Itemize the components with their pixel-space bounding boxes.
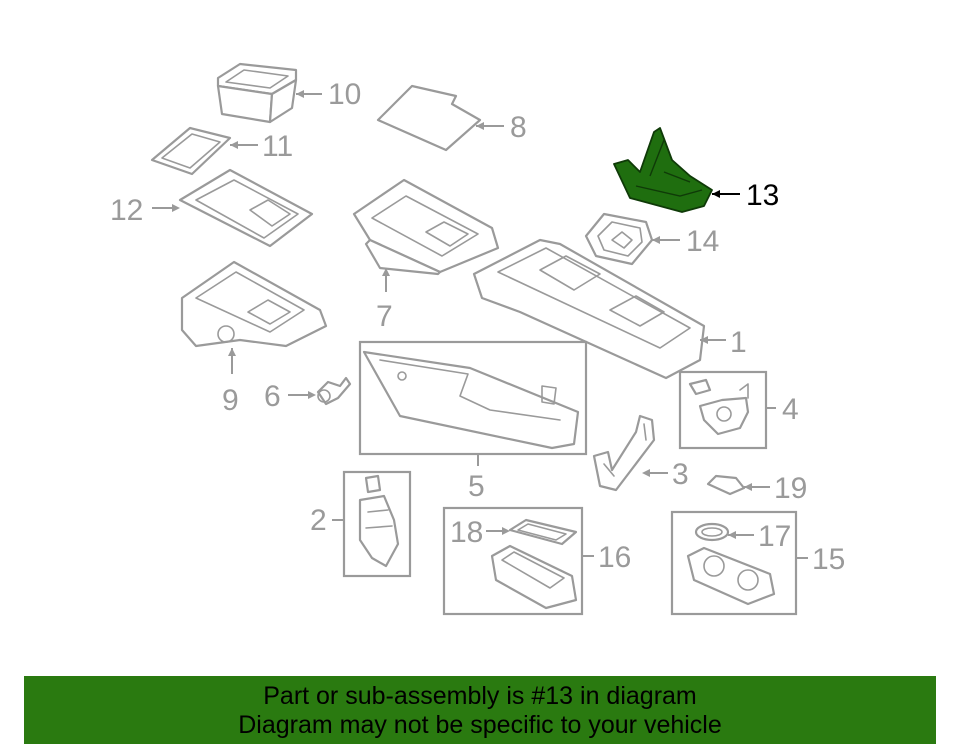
part-10-storage-bin[interactable] <box>216 62 298 124</box>
part-4-bracket[interactable] <box>678 370 768 450</box>
part-19-clip[interactable] <box>706 474 746 496</box>
callout-14: 14 <box>652 225 719 258</box>
callout-18: 18 <box>450 516 510 549</box>
callout-9: 9 <box>222 348 239 417</box>
part-8-mat[interactable] <box>376 84 482 152</box>
part-7-console-upper[interactable] <box>352 178 500 276</box>
callout-6: 6 <box>264 380 316 413</box>
part-18-mat[interactable] <box>508 518 578 546</box>
callout-4: 4 <box>766 393 799 426</box>
svg-text:11: 11 <box>262 130 293 163</box>
part-14-boot[interactable] <box>584 212 654 266</box>
svg-text:6: 6 <box>264 380 281 413</box>
part-6-screw[interactable] <box>316 376 352 406</box>
part-3-bracket[interactable] <box>592 414 656 492</box>
svg-text:12: 12 <box>110 194 143 227</box>
svg-text:3: 3 <box>672 458 689 491</box>
svg-text:15: 15 <box>812 543 845 576</box>
callout-1: 1 <box>700 326 747 359</box>
part-15-cup-holder[interactable] <box>670 510 798 616</box>
callout-15: 15 <box>796 543 845 576</box>
part-1-main-console[interactable] <box>472 238 706 380</box>
part-11-mat[interactable] <box>150 126 232 176</box>
callout-5: 5 <box>468 454 485 503</box>
callout-2: 2 <box>310 504 344 537</box>
svg-text:16: 16 <box>598 541 631 574</box>
svg-text:10: 10 <box>328 78 361 111</box>
callout-3: 3 <box>642 458 689 491</box>
callout-12: 12 <box>110 194 180 227</box>
part-9-console-front[interactable] <box>180 260 328 348</box>
svg-text:1: 1 <box>730 326 747 359</box>
part-16-cup-holder-tray[interactable] <box>442 506 584 616</box>
svg-text:5: 5 <box>468 470 485 503</box>
svg-text:7: 7 <box>376 300 393 333</box>
svg-text:13: 13 <box>746 179 779 212</box>
callout-16: 16 <box>582 541 631 574</box>
svg-text:14: 14 <box>686 225 719 258</box>
part-5-side-panel[interactable] <box>358 340 588 456</box>
info-banner: Part or sub-assembly is #13 in diagram D… <box>24 676 936 744</box>
svg-text:2: 2 <box>310 504 327 537</box>
svg-text:8: 8 <box>510 111 527 144</box>
svg-text:9: 9 <box>222 384 239 417</box>
svg-text:17: 17 <box>758 520 791 553</box>
callout-7: 7 <box>376 268 393 333</box>
part-12-bezel[interactable] <box>178 168 314 248</box>
banner-line-2: Diagram may not be specific to your vehi… <box>238 711 722 739</box>
callout-11: 11 <box>230 130 293 163</box>
svg-text:18: 18 <box>450 516 483 549</box>
part-2-bracket[interactable] <box>342 470 412 578</box>
part-13-trim-highlighted[interactable] <box>613 127 713 213</box>
banner-line-1: Part or sub-assembly is #13 in diagram <box>263 682 697 710</box>
svg-text:19: 19 <box>774 472 807 505</box>
callout-10: 10 <box>296 78 361 111</box>
callout-13: 13 <box>712 179 779 212</box>
svg-text:4: 4 <box>782 393 799 426</box>
part-17-ring[interactable] <box>694 522 730 542</box>
callout-17: 17 <box>728 520 791 553</box>
callout-8: 8 <box>476 111 527 144</box>
callout-19: 19 <box>744 472 807 505</box>
